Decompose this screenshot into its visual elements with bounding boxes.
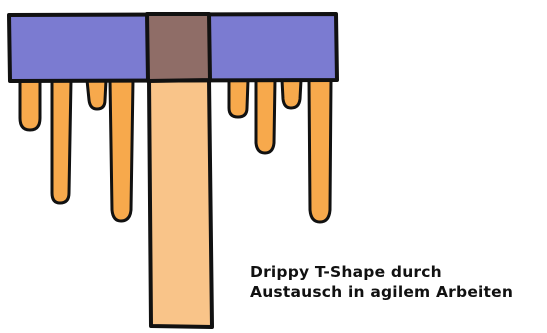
drip (256, 80, 275, 153)
drips-right (229, 80, 331, 222)
drip (52, 80, 71, 203)
drip (229, 80, 248, 117)
drip (282, 80, 301, 108)
drip (87, 80, 106, 109)
drips-left (20, 80, 133, 221)
drip (110, 80, 133, 221)
drip (309, 80, 331, 222)
caption-line-2: Austausch in agilem Arbeiten (250, 282, 545, 302)
t-intersection (147, 14, 210, 81)
t-stem (149, 79, 212, 327)
caption-line-1: Drippy T-Shape durch (250, 262, 545, 282)
diagram-caption: Drippy T-Shape durch Austausch in agilem… (250, 262, 545, 302)
drip (20, 80, 40, 130)
